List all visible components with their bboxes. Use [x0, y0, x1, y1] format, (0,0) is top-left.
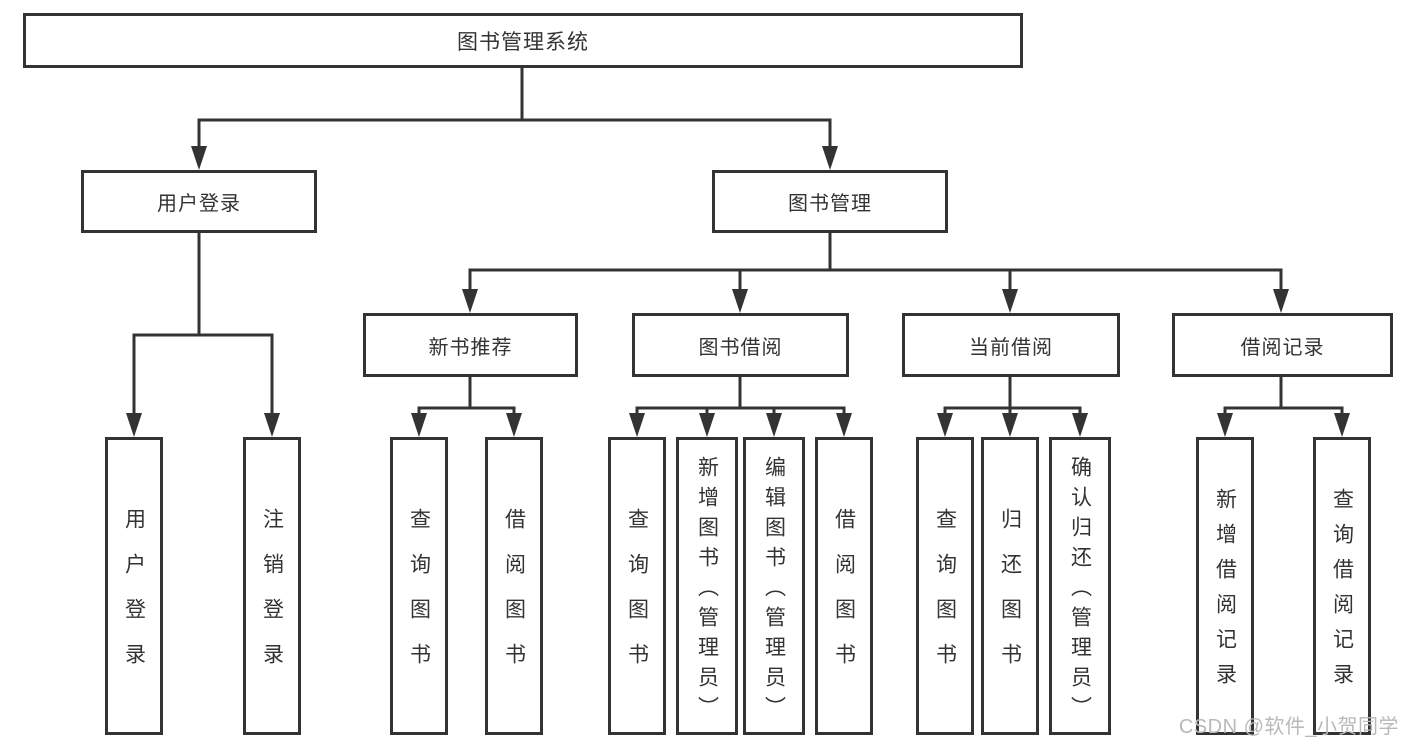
node-borrowing-records: 借阅记录 [1172, 313, 1393, 377]
leaf-add-book-admin: 新增图书（管理员） [676, 437, 738, 735]
node-label: 图书借阅 [698, 336, 783, 359]
node-current-borrowing: 当前借阅 [902, 313, 1120, 377]
leaf-query-books-recommend: 查询图书 [390, 437, 448, 735]
leaf-borrow-books-recommend: 借阅图书 [485, 437, 543, 735]
arrowheads [126, 146, 1350, 437]
node-new-book-recommend: 新书推荐 [363, 313, 578, 377]
leaf-query-books-current: 查询图书 [916, 437, 974, 735]
leaf-user-login: 用户登录 [105, 437, 163, 735]
leaf-borrow-books-borrowing: 借阅图书 [815, 437, 873, 735]
node-label: 图书管理系统 [457, 30, 589, 54]
leaf-confirm-return-admin: 确认归还（管理员） [1049, 437, 1111, 735]
node-label: 用户登录 [157, 193, 241, 215]
node-label: 图书管理 [788, 193, 872, 215]
node-library-management-system: 图书管理系统 [23, 13, 1023, 68]
node-label: 当前借阅 [969, 336, 1053, 359]
leaf-edit-book-admin: 编辑图书（管理员） [743, 437, 805, 735]
leaf-return-book: 归还图书 [981, 437, 1039, 735]
node-book-management: 图书管理 [712, 170, 948, 233]
csdn-watermark: CSDN @软件_小贺同学 [1178, 716, 1399, 738]
leaf-query-books-borrowing: 查询图书 [608, 437, 666, 735]
leaf-add-borrow-record: 新增借阅记录 [1196, 437, 1254, 735]
node-label: 借阅记录 [1240, 336, 1325, 359]
node-label: 新书推荐 [428, 336, 513, 359]
leaf-query-borrow-record: 查询借阅记录 [1313, 437, 1371, 735]
leaf-logout: 注销登录 [243, 437, 301, 735]
node-book-borrowing: 图书借阅 [632, 313, 849, 377]
node-user-login: 用户登录 [81, 170, 317, 233]
